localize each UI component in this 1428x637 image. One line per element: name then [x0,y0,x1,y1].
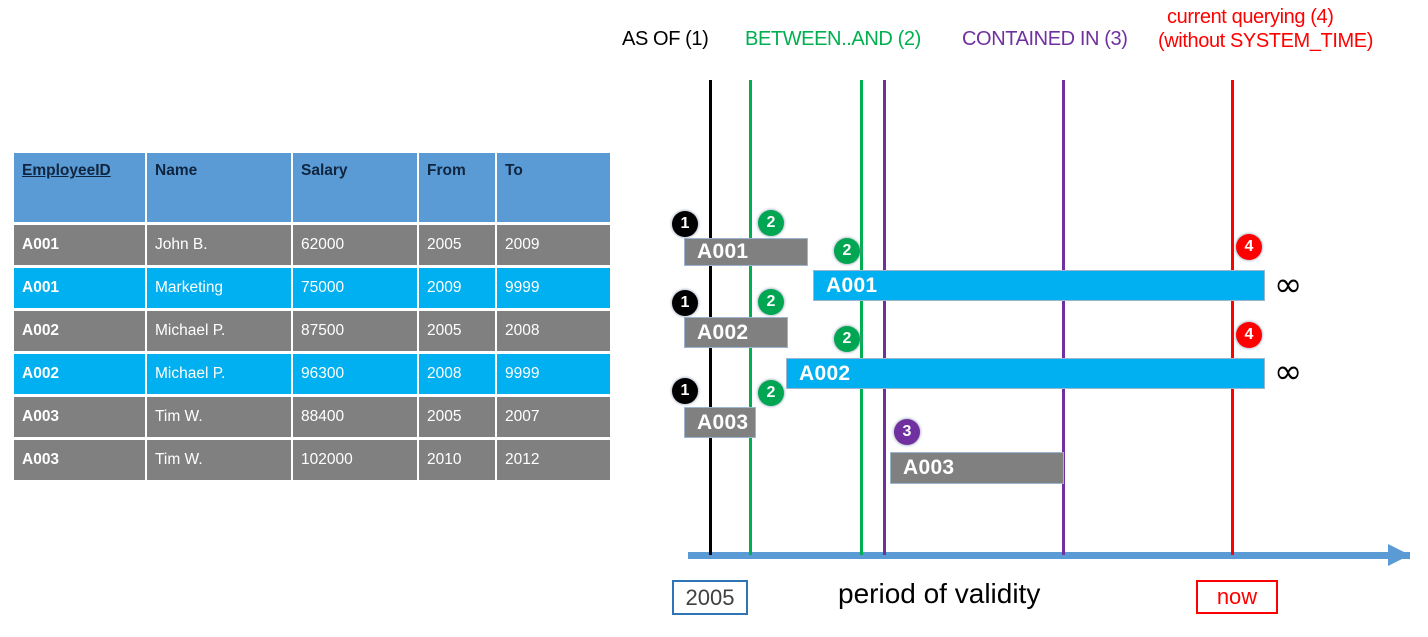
legend-label: CONTAINED IN (3) [962,28,1128,50]
table-cell-from: 2010 [419,440,495,480]
column-header-employeeid: EmployeeID [14,153,145,222]
contained-end-line-tick [1062,533,1065,555]
table-cell-salary: 87500 [293,311,417,351]
legend-label: AS OF (1) [622,28,709,50]
query-badge-3: 3 [894,419,920,445]
legend-label: BETWEEN..AND (2) [745,28,921,50]
table-cell-employeeid: A002 [14,311,145,351]
query-badge-1: 1 [672,290,698,316]
query-badge-2: 2 [758,210,784,236]
column-header-name: Name [147,153,291,222]
table-cell-from: 2008 [419,354,495,394]
table-cell-from: 2005 [419,225,495,265]
table-cell-to: 9999 [497,268,610,308]
timeline-bar: A002 [786,358,1265,389]
timeline-arrow-icon [1388,544,1410,566]
table-cell-salary: 102000 [293,440,417,480]
query-badge-4: 4 [1236,322,1262,348]
table-cell-from: 2005 [419,311,495,351]
query-badge-4: 4 [1236,234,1262,260]
table-cell-to: 9999 [497,354,610,394]
table-cell-to: 2009 [497,225,610,265]
contained-start-line [883,80,886,557]
table-cell-from: 2005 [419,397,495,437]
query-badge-1: 1 [672,211,698,237]
table-header-row: EmployeeID Name Salary From To [14,153,610,222]
table-cell-salary: 75000 [293,268,417,308]
table-cell-employeeid: A003 [14,397,145,437]
query-badge-2: 2 [834,326,860,352]
between-end-line-tick [860,533,863,555]
table-cell-from: 2009 [419,268,495,308]
timeline-start-label: 2005 [672,580,748,615]
table-cell-name: Marketing [147,268,291,308]
column-header-employeeid-label: EmployeeID [22,162,111,179]
table-cell-to: 2007 [497,397,610,437]
infinity-icon: ∞ [1274,265,1303,305]
timeline-bar: A001 [684,238,808,266]
table-cell-name: Michael P. [147,354,291,394]
table-cell-employeeid: A002 [14,354,145,394]
timeline-bar: A001 [813,270,1265,301]
as-of-line-tick [709,533,712,555]
timeline-bar: A003 [890,452,1064,484]
query-badge-1: 1 [672,378,698,404]
timeline-bar: A003 [684,407,756,438]
legend-label: current querying (4) [1167,6,1334,28]
table-cell-salary: 96300 [293,354,417,394]
table-cell-employeeid: A001 [14,225,145,265]
table-cell-name: John B. [147,225,291,265]
between-end-line [860,80,863,557]
contained-end-line [1062,80,1065,557]
query-badge-2: 2 [758,380,784,406]
infinity-icon: ∞ [1274,352,1303,392]
timeline-bar: A002 [684,317,788,348]
query-badge-2: 2 [834,238,860,264]
column-header-to: To [497,153,610,222]
table-cell-name: Tim W. [147,440,291,480]
table-cell-to: 2008 [497,311,610,351]
column-header-salary: Salary [293,153,417,222]
timeline-axis [688,552,1410,559]
now-line-tick [1231,533,1234,555]
table-cell-to: 2012 [497,440,610,480]
now-line [1231,80,1234,557]
timeline-now-label: now [1196,580,1278,614]
query-badge-2: 2 [758,289,784,315]
table-cell-employeeid: A001 [14,268,145,308]
table-cell-name: Tim W. [147,397,291,437]
between-start-line-tick [749,533,752,555]
table-cell-salary: 88400 [293,397,417,437]
table-header: EmployeeID Name Salary From To [14,153,610,222]
column-header-from: From [419,153,495,222]
table-cell-salary: 62000 [293,225,417,265]
contained-start-line-tick [883,533,886,555]
table-cell-employeeid: A003 [14,440,145,480]
timeline-caption: period of validity [838,578,1041,609]
legend-label: (without SYSTEM_TIME) [1158,30,1373,52]
table-cell-name: Michael P. [147,311,291,351]
